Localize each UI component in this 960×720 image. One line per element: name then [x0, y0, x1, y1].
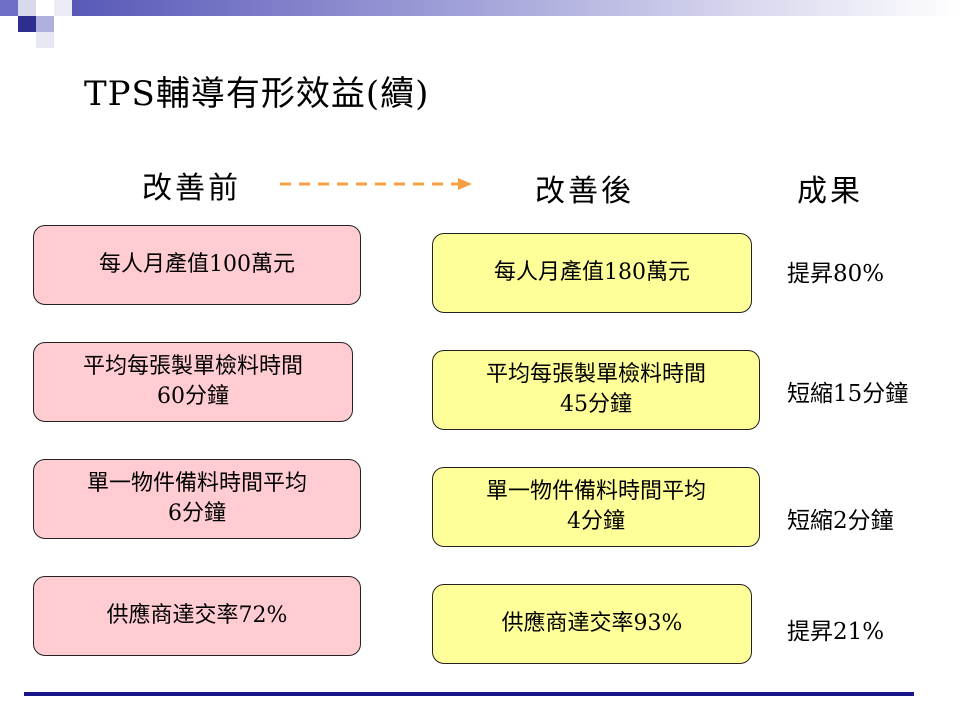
decor-square — [36, 32, 54, 48]
box-text: 供應商達交率93% — [501, 611, 683, 636]
box-text: 供應商達交率72% — [106, 603, 288, 628]
box-text: 60分鐘 — [157, 384, 229, 409]
header-before: 改善前 — [142, 171, 241, 206]
before-box-output: 每人月產值100萬元 — [33, 225, 361, 305]
box-text: 6分鐘 — [168, 501, 226, 526]
bottom-accent-line — [24, 692, 914, 696]
before-box-delivery-rate: 供應商達交率72% — [33, 576, 361, 656]
box-text: 每人月產值180萬元 — [494, 260, 690, 285]
before-box-picking-time: 平均每張製單檢料時間 60分鐘 — [33, 342, 353, 422]
result-delivery-rate: 提昇21% — [787, 619, 885, 645]
result-prep-time: 短縮2分鐘 — [787, 508, 894, 534]
top-gradient-bar — [72, 0, 960, 16]
decor-square — [36, 16, 54, 32]
decor-square — [18, 16, 36, 32]
result-picking-time: 短縮15分鐘 — [787, 381, 909, 407]
box-text: 單一物件備料時間平均 — [485, 479, 706, 504]
result-output: 提昇80% — [787, 261, 885, 287]
header-result: 成果 — [797, 174, 863, 209]
box-text: 45分鐘 — [560, 392, 632, 417]
decor-square — [18, 0, 36, 16]
box-text: 平均每張製單檢料時間 — [82, 354, 303, 379]
before-box-prep-time: 單一物件備料時間平均 6分鐘 — [33, 459, 361, 539]
header-after: 改善後 — [535, 174, 634, 209]
box-text: 單一物件備料時間平均 — [86, 471, 307, 496]
after-box-prep-time: 單一物件備料時間平均 4分鐘 — [432, 467, 760, 547]
box-text: 平均每張製單檢料時間 — [485, 362, 706, 387]
after-box-picking-time: 平均每張製單檢料時間 45分鐘 — [432, 350, 760, 430]
dashed-arrow-right-icon — [280, 178, 472, 190]
decor-square — [0, 0, 18, 16]
decor-square — [54, 0, 72, 16]
after-box-delivery-rate: 供應商達交率93% — [432, 584, 752, 664]
box-text: 每人月產值100萬元 — [99, 252, 295, 277]
slide-title: TPS輔導有形效益(續) — [84, 74, 430, 114]
box-text: 4分鐘 — [567, 509, 625, 534]
after-box-output: 每人月產值180萬元 — [432, 233, 752, 313]
